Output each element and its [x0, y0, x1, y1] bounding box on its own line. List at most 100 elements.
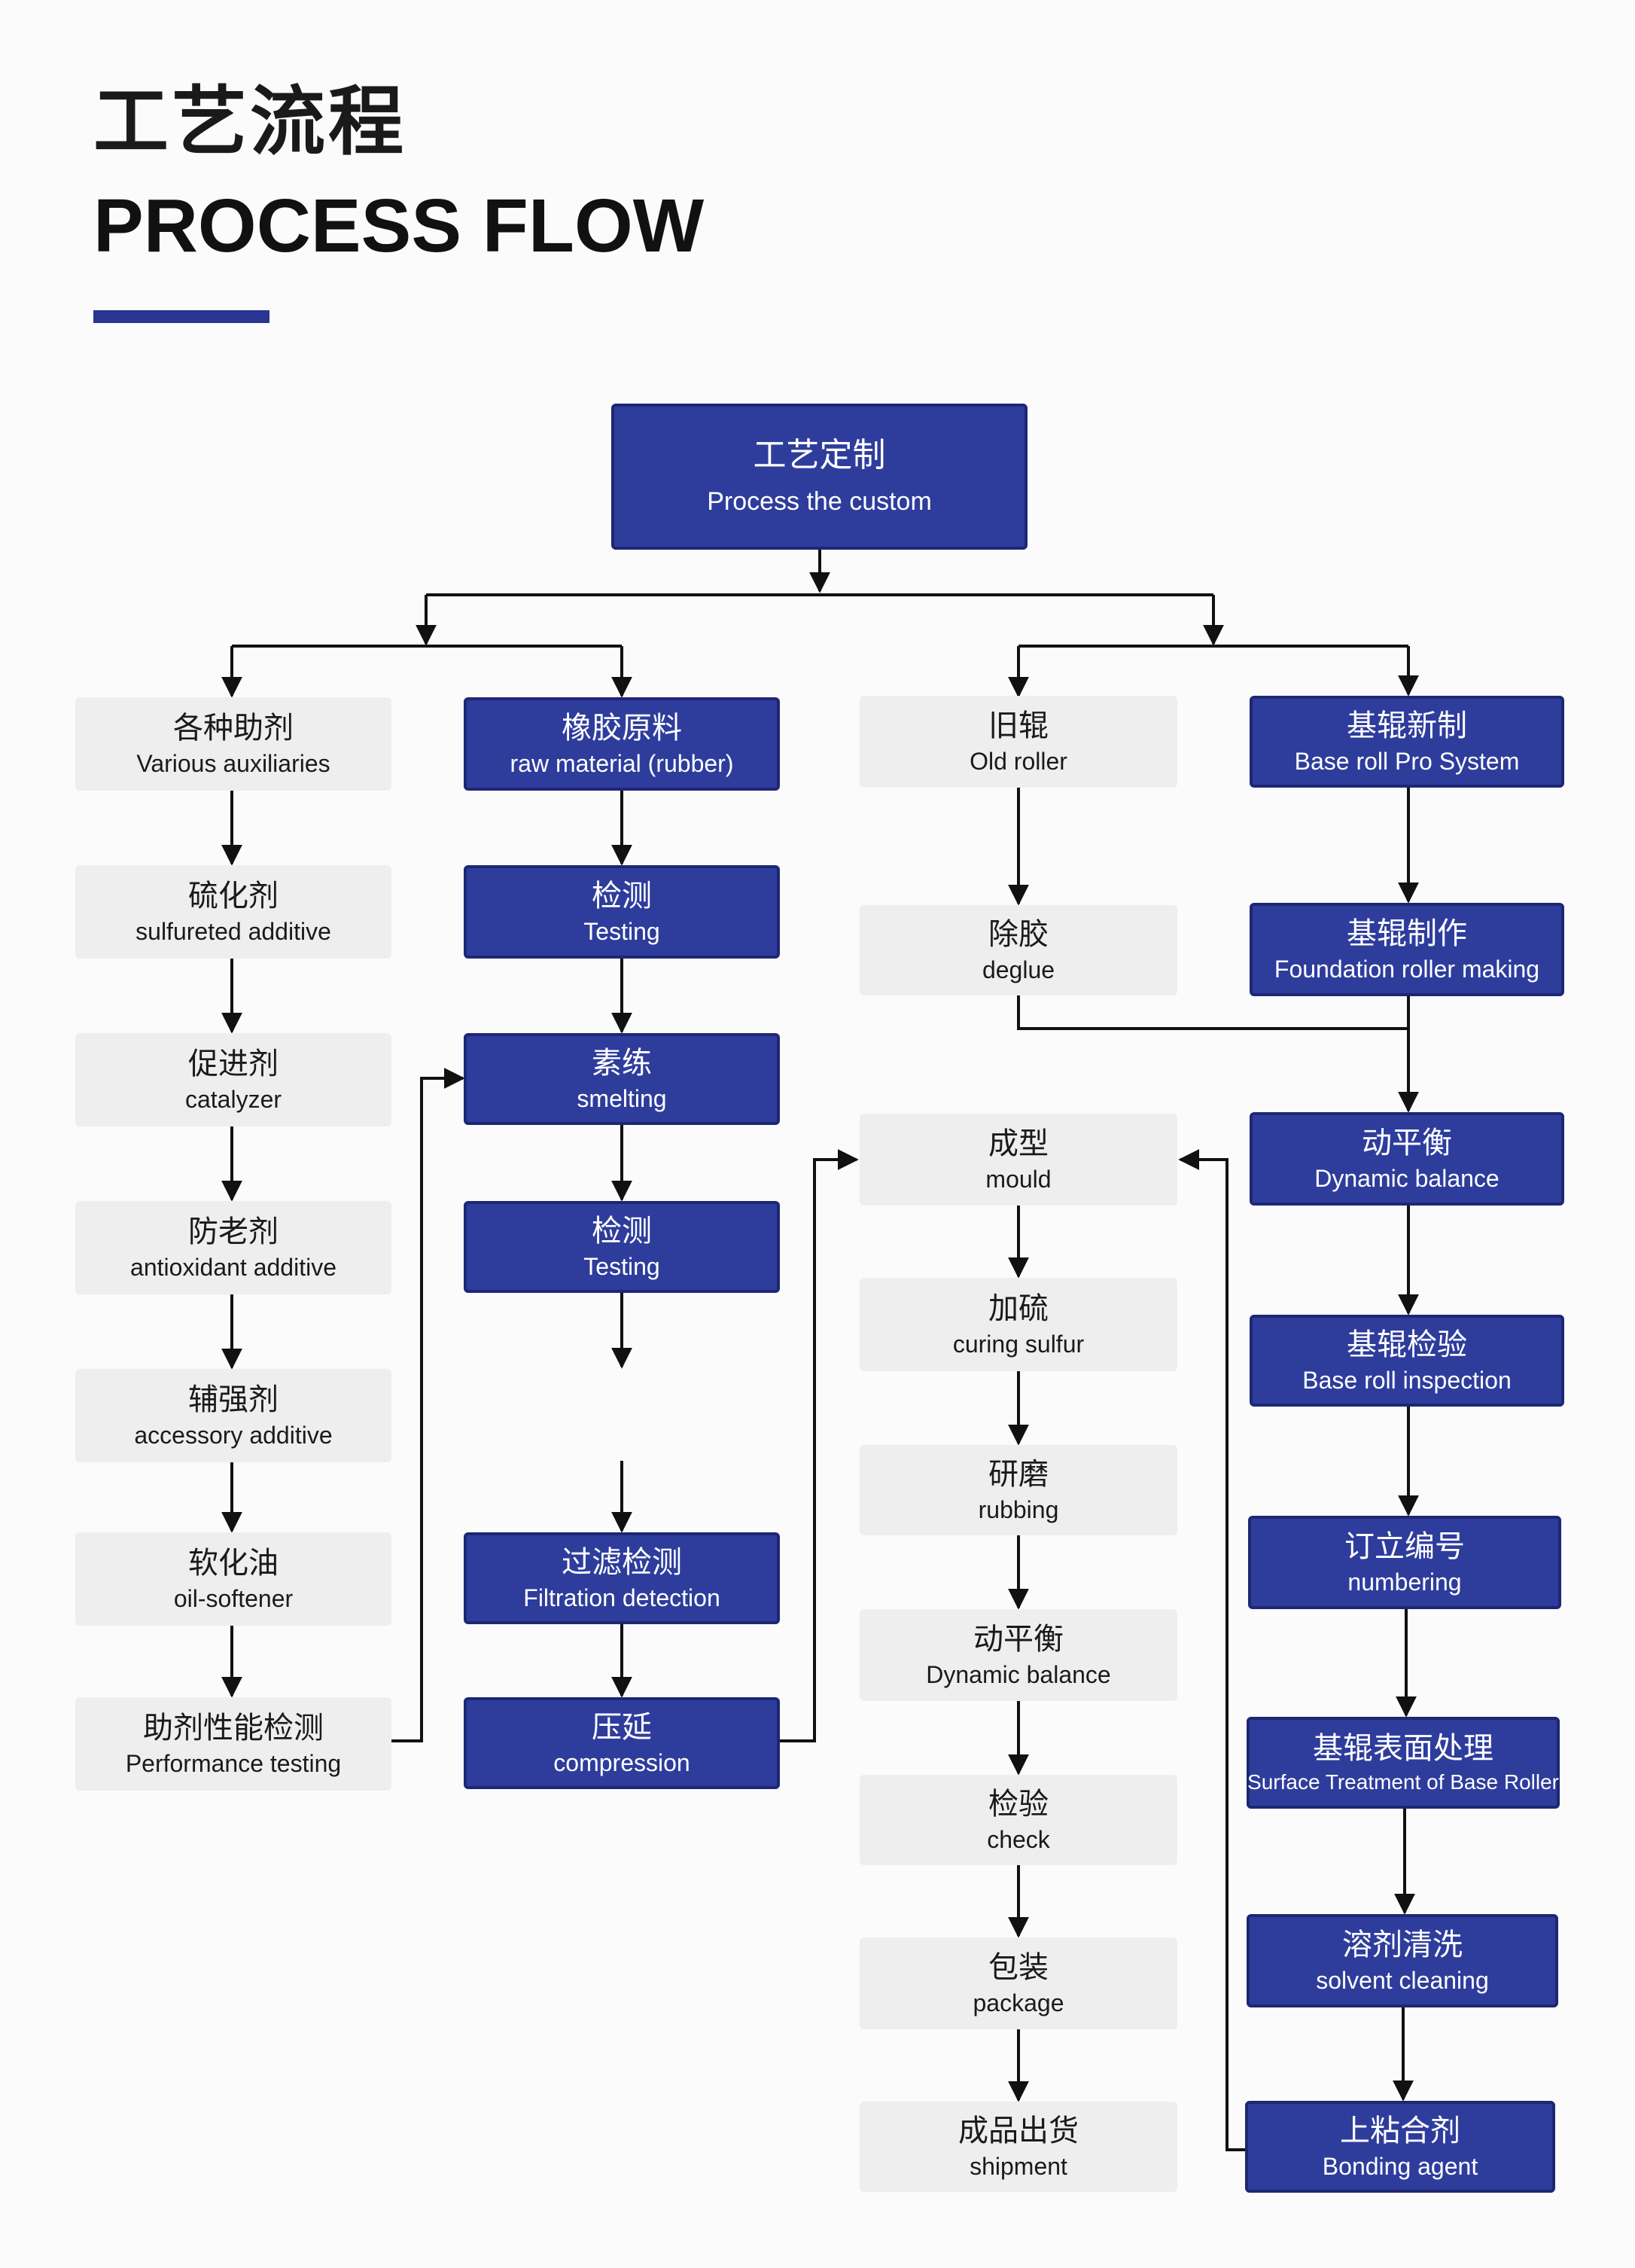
node-label-en: check	[987, 1825, 1050, 1853]
node-label-en: solvent cleaning	[1316, 1966, 1489, 1994]
title-underline-bar	[93, 310, 269, 323]
node-label-zh: 研磨	[988, 1456, 1049, 1492]
node-testing-1: 检测 Testing	[464, 865, 780, 959]
node-label-zh: 助剂性能检测	[143, 1710, 324, 1745]
node-label-en: Process the custom	[707, 487, 932, 516]
node-label-zh: 除胶	[988, 916, 1049, 952]
node-rubbing: 研磨 rubbing	[860, 1445, 1177, 1535]
node-dynamic-balance-2: 动平衡 Dynamic balance	[860, 1609, 1177, 1701]
node-label-zh: 溶剂清洗	[1342, 1927, 1463, 1962]
node-various-auxiliaries: 各种助剂 Various auxiliaries	[75, 697, 391, 791]
node-label-zh: 动平衡	[973, 1621, 1064, 1657]
node-label-zh: 过滤检测	[562, 1544, 682, 1580]
node-label-en: Dynamic balance	[926, 1660, 1111, 1688]
node-smelting: 素练 smelting	[464, 1033, 780, 1125]
node-label-en: catalyzer	[184, 1085, 282, 1113]
node-base-roll-pro-system: 基辊新制 Base roll Pro System	[1250, 696, 1564, 788]
node-label-en: Performance testing	[125, 1749, 342, 1777]
node-numbering: 订立编号 numbering	[1248, 1516, 1561, 1609]
node-solvent-cleaning: 溶剂清洗 solvent cleaning	[1247, 1914, 1558, 2007]
node-label-en: raw material (rubber)	[510, 749, 734, 777]
node-label-en: curing sulfur	[952, 1330, 1085, 1358]
node-label-en: numbering	[1347, 1568, 1462, 1596]
node-label-en: Foundation roller making	[1274, 955, 1540, 983]
node-label-zh: 硫化剂	[188, 878, 279, 913]
node-label-zh: 辅强剂	[188, 1382, 279, 1417]
node-label-en: deglue	[982, 956, 1055, 983]
node-label-zh: 基辊检验	[1347, 1327, 1467, 1362]
node-dynamic-balance-1: 动平衡 Dynamic balance	[1250, 1112, 1564, 1206]
node-label-zh: 防老剂	[188, 1214, 279, 1249]
node-label-zh: 加硫	[988, 1291, 1049, 1326]
node-label-en: Old roller	[970, 747, 1067, 775]
node-label-en: Testing	[583, 1252, 660, 1280]
connector-perf-to-smelting	[391, 1068, 465, 1742]
node-label-en: mould	[985, 1165, 1052, 1193]
node-label-zh: 检验	[988, 1786, 1049, 1821]
connector-bonding-to-mould	[1178, 1149, 1248, 2151]
node-label-zh: 检测	[592, 878, 652, 913]
node-catalyzer: 促进剂 catalyzer	[75, 1033, 391, 1126]
node-label-en: Filtration detection	[523, 1584, 720, 1611]
node-antioxidant-additive: 防老剂 antioxidant additive	[75, 1201, 391, 1294]
node-old-roller: 旧辊 Old roller	[860, 696, 1177, 788]
node-process-custom: 工艺定制 Process the custom	[611, 404, 1028, 550]
connector-deglue-join	[1017, 995, 1408, 1030]
node-base-roll-inspection: 基辊检验 Base roll inspection	[1250, 1315, 1564, 1407]
node-foundation-roller-making: 基辊制作 Foundation roller making	[1250, 903, 1564, 996]
node-label-zh: 基辊新制	[1347, 708, 1467, 743]
node-label-en: Bonding agent	[1322, 2152, 1478, 2180]
node-label-zh: 成型	[988, 1126, 1049, 1161]
node-check: 检验 check	[860, 1775, 1177, 1865]
node-sulfureted-additive: 硫化剂 sulfureted additive	[75, 865, 391, 959]
node-label-en: Testing	[583, 917, 660, 945]
node-label-zh: 软化油	[188, 1545, 279, 1581]
node-deglue: 除胶 deglue	[860, 905, 1177, 995]
node-label-en: Base roll inspection	[1302, 1366, 1512, 1394]
node-label-en: Various auxiliaries	[136, 749, 330, 777]
node-label-en: package	[973, 1989, 1064, 2017]
node-label-en: shipment	[970, 2152, 1067, 2180]
node-raw-material-rubber: 橡胶原料 raw material (rubber)	[464, 697, 780, 791]
node-label-zh: 上粘合剂	[1340, 2113, 1460, 2148]
node-label-zh: 各种助剂	[173, 710, 294, 745]
node-curing-sulfur: 加硫 curing sulfur	[860, 1278, 1177, 1371]
node-surface-treatment: 基辊表面处理 Surface Treatment of Base Roller	[1247, 1717, 1560, 1809]
connector-compression-to-mould	[780, 1149, 859, 1742]
node-label-en: Dynamic balance	[1314, 1164, 1500, 1192]
node-shipment: 成品出货 shipment	[860, 2102, 1177, 2192]
node-label-zh: 包装	[988, 1949, 1049, 1985]
node-bonding-agent: 上粘合剂 Bonding agent	[1245, 2101, 1555, 2193]
node-accessory-additive: 辅强剂 accessory additive	[75, 1369, 391, 1462]
node-compression: 压延 compression	[464, 1697, 780, 1789]
node-label-en: smelting	[577, 1084, 667, 1112]
node-label-en: sulfureted additive	[135, 917, 331, 945]
node-label-en: Surface Treatment of Base Roller	[1247, 1770, 1559, 1794]
node-label-zh: 成品出货	[958, 2113, 1079, 2148]
node-label-zh: 促进剂	[188, 1046, 279, 1081]
node-label-zh: 基辊制作	[1347, 916, 1467, 951]
node-oil-softener: 软化油 oil-softener	[75, 1532, 391, 1626]
node-label-zh: 动平衡	[1362, 1125, 1452, 1160]
node-label-zh: 基辊表面处理	[1313, 1731, 1493, 1767]
node-label-zh: 橡胶原料	[562, 710, 682, 745]
node-label-en: compression	[553, 1748, 690, 1776]
node-mould: 成型 mould	[860, 1114, 1177, 1206]
node-label-zh: 检测	[592, 1213, 652, 1248]
node-package: 包装 package	[860, 1937, 1177, 2029]
node-label-en: antioxidant additive	[130, 1253, 336, 1281]
node-filtration-detection: 过滤检测 Filtration detection	[464, 1532, 780, 1624]
node-label-zh: 素练	[592, 1045, 652, 1081]
node-label-en: Base roll Pro System	[1294, 747, 1520, 775]
node-label-en: rubbing	[978, 1495, 1059, 1523]
node-label-en: accessory additive	[134, 1421, 333, 1449]
page-title-zh: 工艺流程	[93, 78, 406, 166]
page-title-en: PROCESS FLOW	[93, 184, 705, 268]
node-label-en: oil-softener	[173, 1584, 294, 1612]
node-label-zh: 订立编号	[1344, 1529, 1465, 1564]
node-performance-testing: 助剂性能检测 Performance testing	[75, 1697, 391, 1791]
node-label-zh: 旧辊	[988, 708, 1049, 743]
node-testing-2: 检测 Testing	[464, 1201, 780, 1293]
node-label-zh: 工艺定制	[753, 436, 886, 475]
